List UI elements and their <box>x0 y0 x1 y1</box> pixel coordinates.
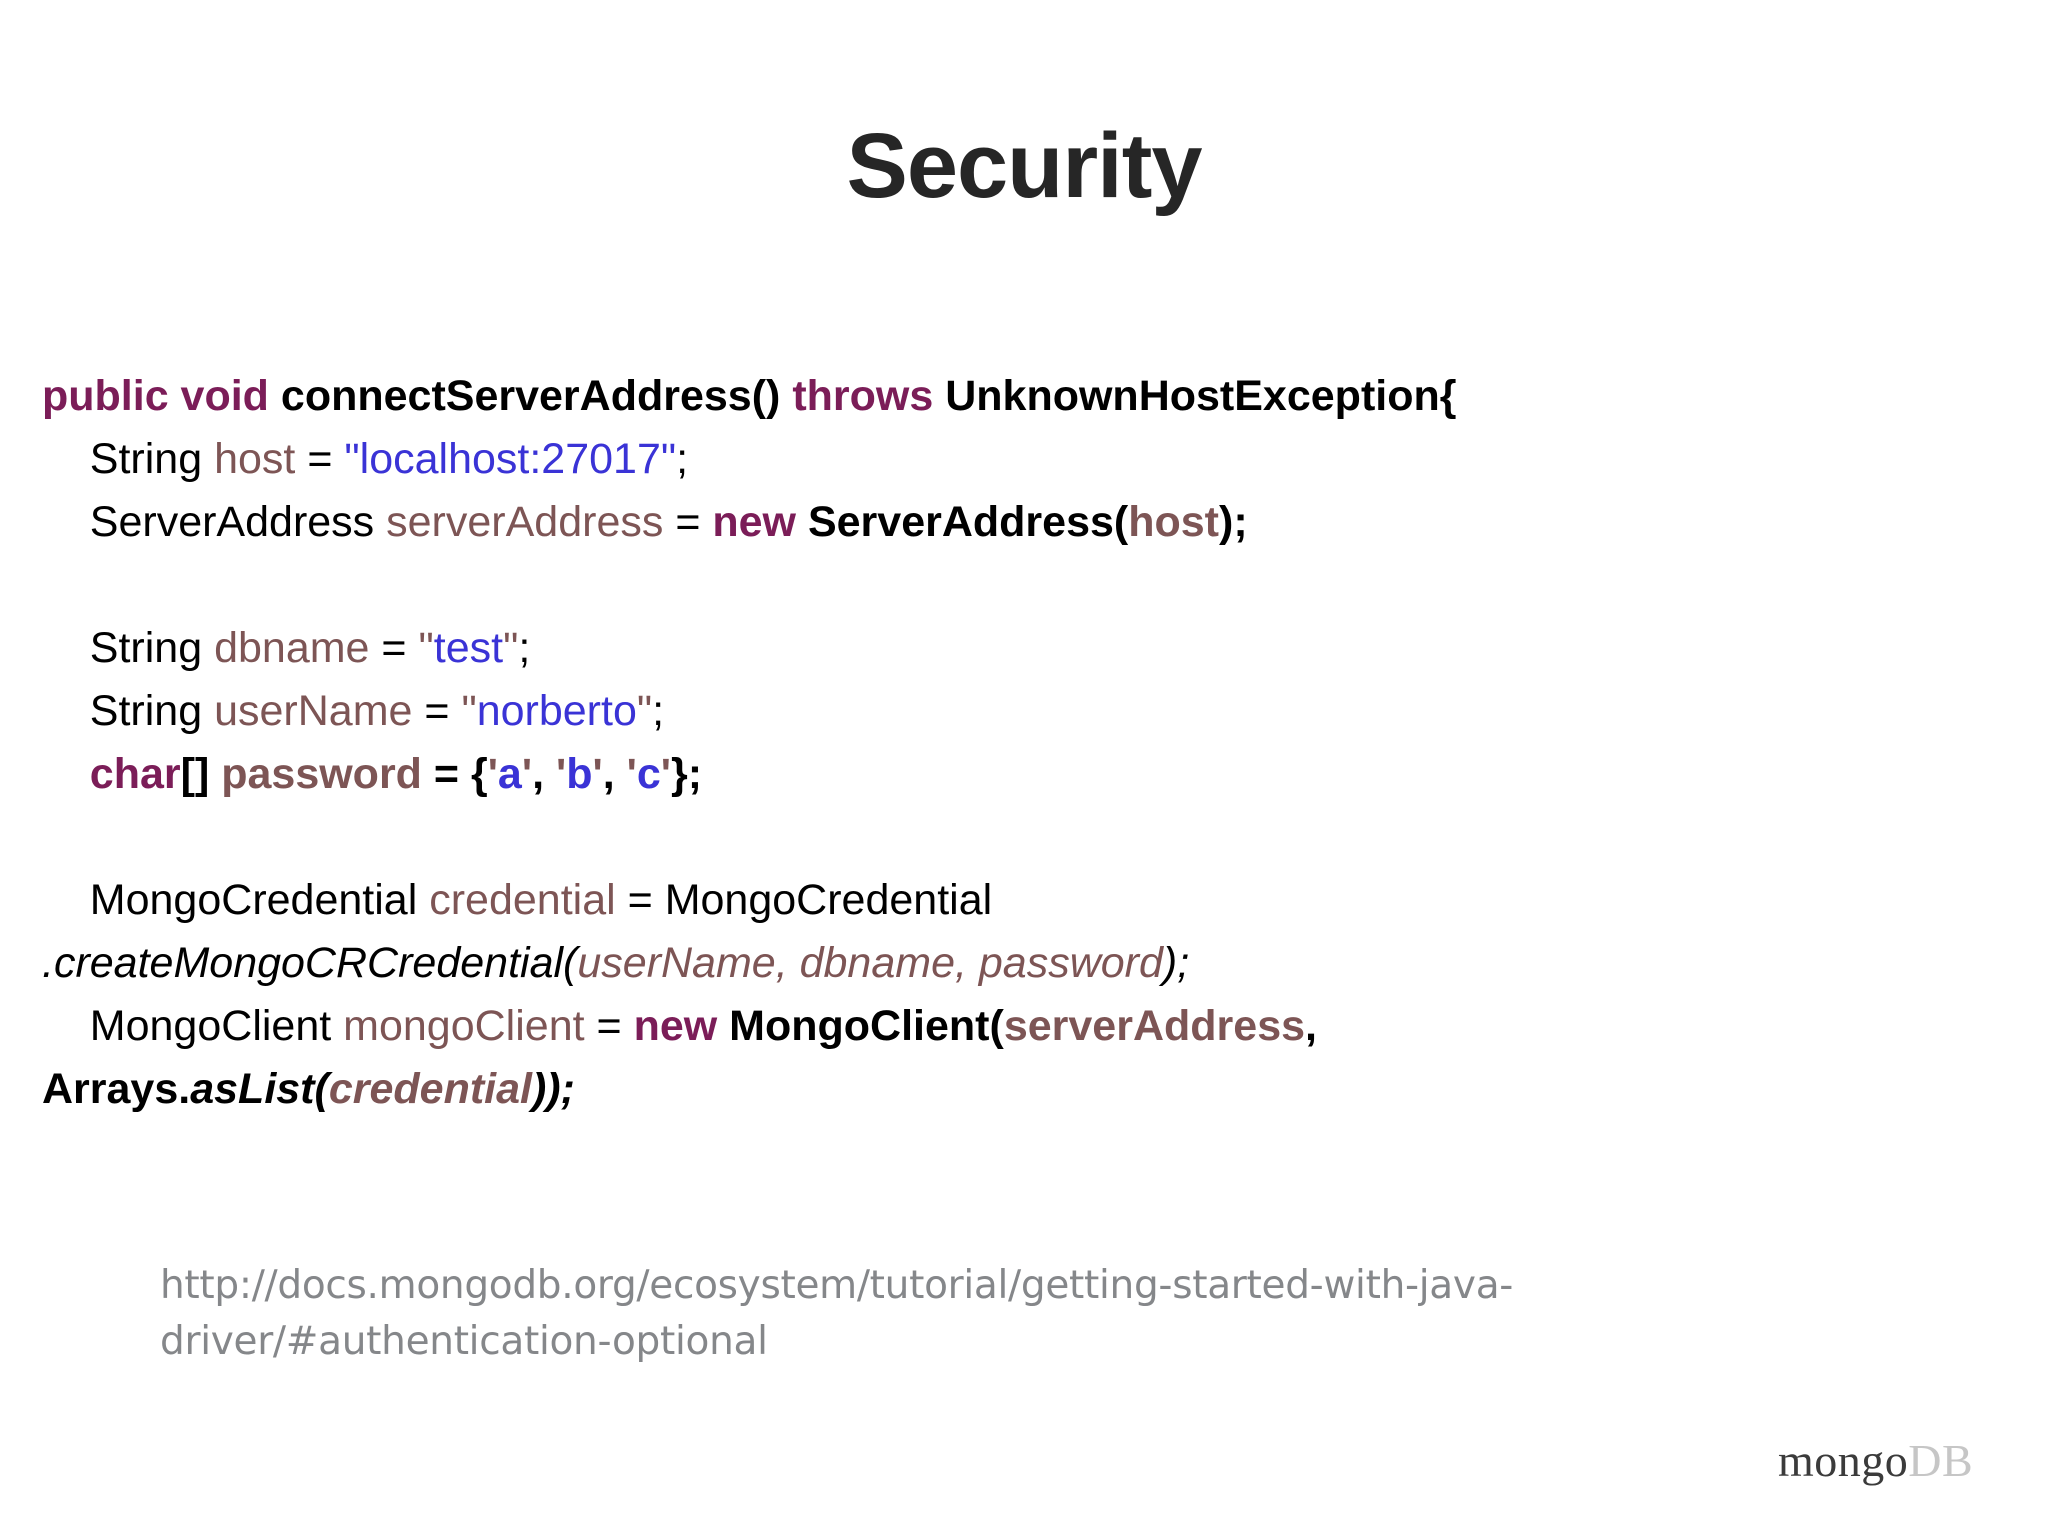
code-token: userName <box>214 687 425 735</box>
code-token: MongoClient( <box>729 1002 1004 1050</box>
code-token: ' <box>592 750 603 798</box>
source-url-line-1: http://docs.mongodb.org/ecosystem/tutori… <box>160 1263 1514 1308</box>
code-token: serverAddress <box>1003 1002 1306 1050</box>
code-token: = { <box>433 750 488 798</box>
code-token: test <box>433 624 504 672</box>
code-token: = <box>675 498 713 546</box>
mongodb-logo: mongoDB <box>1778 1438 1973 1484</box>
line-mongoclient: MongoClient mongoClient = new MongoClien… <box>42 995 1942 1058</box>
code-token: host <box>1128 498 1220 546</box>
code-token: " <box>461 687 477 735</box>
code-token: " <box>418 624 434 672</box>
code-token: new <box>633 1002 730 1050</box>
code-token: "localhost:27017" <box>344 435 677 483</box>
code-token: ' <box>521 750 533 798</box>
code-token: dbname <box>214 624 382 672</box>
code-token: credential <box>328 1065 532 1113</box>
code-block: public void connectServerAddress() throw… <box>42 365 1942 1121</box>
code-token: UnknownHostException{ <box>945 372 1457 420</box>
code-token: serverAddress <box>386 498 676 546</box>
code-token: , <box>602 750 627 798</box>
code-token: }; <box>671 750 703 798</box>
code-token: , <box>1305 1002 1317 1050</box>
code-token: mongoClient <box>343 1002 597 1050</box>
code-token: = <box>424 687 462 735</box>
code-token: ; <box>652 687 665 735</box>
code-token: ServerAddress( <box>807 498 1129 546</box>
code-token: String <box>42 687 215 735</box>
line-host: String host = "localhost:27017"; <box>42 428 1942 491</box>
code-token: String <box>42 624 215 672</box>
code-token: b <box>566 750 593 798</box>
line-signature: public void connectServerAddress() throw… <box>42 365 1942 428</box>
line-credential: MongoCredential credential = MongoCreden… <box>42 869 1942 932</box>
code-token: = <box>381 624 419 672</box>
code-token: host <box>214 435 308 483</box>
code-token: new <box>712 498 808 546</box>
code-token: ); <box>1162 939 1190 987</box>
code-token: userName, dbname, password <box>577 939 1163 987</box>
logo-text-db: DB <box>1908 1435 1974 1486</box>
code-token: asList( <box>190 1065 329 1113</box>
line-createcredential: .createMongoCRCredential(userName, dbnam… <box>42 932 1942 995</box>
code-token: Arrays. <box>42 1065 191 1113</box>
code-token: credential <box>429 876 628 924</box>
line-password: char[] password = {'a', 'b', 'c'}; <box>42 743 1942 806</box>
code-token: ' <box>660 750 672 798</box>
line-serveraddress: ServerAddress serverAddress = new Server… <box>42 491 1942 554</box>
code-token: = <box>596 1002 634 1050</box>
code-token: [] <box>180 750 222 798</box>
line-blank-2 <box>42 806 1942 869</box>
source-url-caption[interactable]: http://docs.mongodb.org/ecosystem/tutori… <box>160 1258 1720 1370</box>
code-token: = <box>627 876 665 924</box>
page-title: Security <box>846 115 1202 217</box>
line-blank-1 <box>42 554 1942 617</box>
code-token: norberto <box>476 687 637 735</box>
code-token: .createMongoCRCredential( <box>42 939 578 987</box>
code-token: ); <box>1219 498 1248 546</box>
line-username: String userName = "norberto"; <box>42 680 1942 743</box>
code-token: )); <box>531 1065 575 1113</box>
code-token: ; <box>518 624 531 672</box>
code-token: ; <box>676 435 689 483</box>
code-token: ' <box>626 750 637 798</box>
code-token: a <box>497 750 522 798</box>
code-token: public void <box>42 372 281 420</box>
code-token: password <box>221 750 434 798</box>
code-token: String <box>42 435 215 483</box>
code-token: " <box>636 687 653 735</box>
line-aslist: Arrays.asList(credential)); <box>42 1058 1942 1121</box>
code-token: " <box>503 624 519 672</box>
logo-text-mongo: mongo <box>1778 1435 1909 1486</box>
code-token: ' <box>487 750 498 798</box>
code-token: = <box>307 435 345 483</box>
code-token: MongoCredential <box>42 876 430 924</box>
code-token: char <box>42 750 181 798</box>
code-token: connectServerAddress() <box>280 372 793 420</box>
code-token: c <box>636 750 661 798</box>
code-token: MongoClient <box>42 1002 344 1050</box>
code-token: MongoCredential <box>664 876 993 924</box>
code-token: ServerAddress <box>42 498 387 546</box>
code-token: throws <box>792 372 946 420</box>
code-token: ' <box>555 750 567 798</box>
line-dbname: String dbname = "test"; <box>42 617 1942 680</box>
source-url-line-2: driver/#authentication-optional <box>160 1319 768 1364</box>
code-token: , <box>532 750 556 798</box>
